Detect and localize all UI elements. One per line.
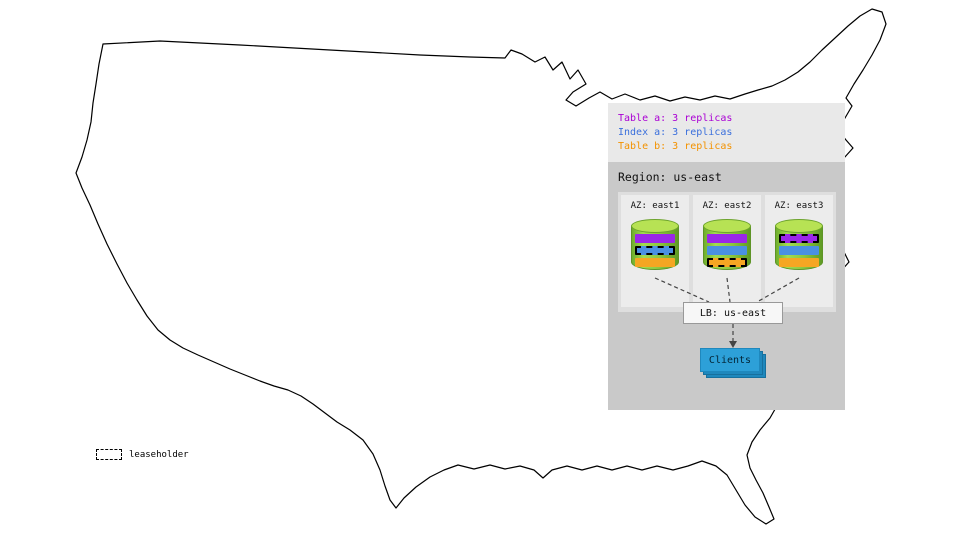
- az-label: AZ: east1: [630, 201, 680, 211]
- legend-item-index-a: Index a: 3 replicas: [618, 127, 733, 138]
- replica-bar-table-a: [635, 234, 675, 243]
- arrowhead-icon: [729, 341, 737, 348]
- replica-bar-table-b: [707, 258, 747, 267]
- clients-main-box: Clients: [700, 348, 760, 372]
- az-box-east3: AZ: east3: [765, 195, 833, 307]
- az-box-east1: AZ: east1: [621, 195, 689, 307]
- legend-item-table-b: Table b: 3 replicas: [618, 141, 733, 152]
- legend-item-table-a: Table a: 3 replicas: [618, 113, 733, 124]
- leaseholder-swatch-icon: [96, 449, 122, 460]
- replica-bar-table-b: [779, 258, 819, 267]
- replica-bar-index-a: [635, 246, 675, 255]
- replica-bar-table-a: [707, 234, 747, 243]
- database-cylinder-icon: [703, 219, 751, 277]
- region-title: Region: us-east: [618, 170, 722, 184]
- az-box-east2: AZ: east2: [693, 195, 761, 307]
- az-label: AZ: east3: [774, 201, 824, 211]
- az-strip: AZ: east1 AZ: east2: [618, 192, 836, 312]
- region-box: Region: us-east AZ: east1 AZ: east2: [608, 162, 845, 410]
- leaseholder-legend: leaseholder: [96, 449, 189, 460]
- database-cylinder-icon: [775, 219, 823, 277]
- replica-legend: Table a: 3 replicas Index a: 3 replicas …: [608, 103, 845, 162]
- load-balancer-box: LB: us-east: [683, 302, 783, 324]
- az-label: AZ: east2: [702, 201, 752, 211]
- replica-bar-index-a: [707, 246, 747, 255]
- cylinder-top: [703, 219, 751, 233]
- replica-bar-table-b: [635, 258, 675, 267]
- replica-bar-index-a: [779, 246, 819, 255]
- cylinder-top: [775, 219, 823, 233]
- clients-label: Clients: [708, 354, 752, 366]
- cylinder-top: [631, 219, 679, 233]
- leaseholder-label: leaseholder: [129, 449, 189, 460]
- database-cylinder-icon: [631, 219, 679, 277]
- clients-box: Clients: [700, 348, 766, 378]
- replica-bar-table-a: [779, 234, 819, 243]
